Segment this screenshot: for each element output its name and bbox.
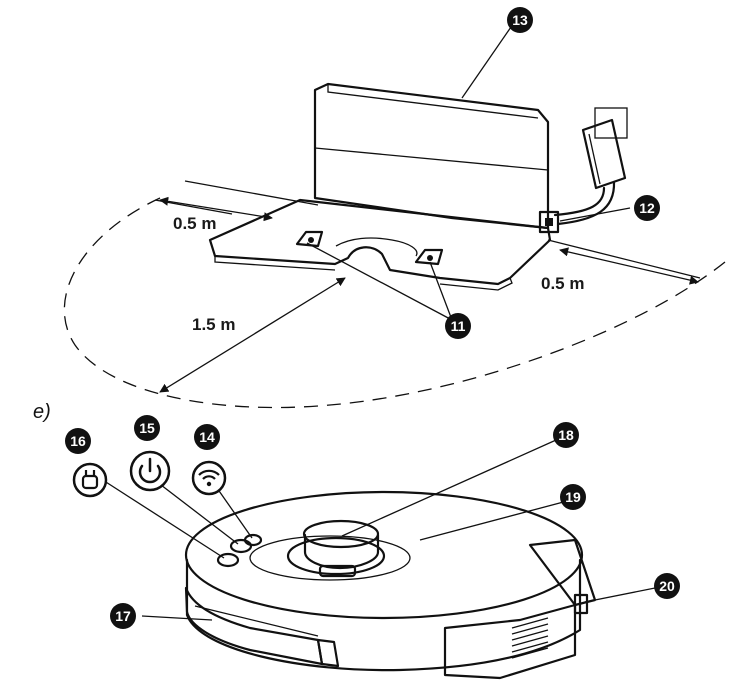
robot-wifi-indicator [243,533,263,547]
callout-badge-18: 18 [553,422,579,448]
wall-outlet [594,107,628,139]
svg-text:20: 20 [659,578,675,594]
svg-text:19: 19 [565,489,581,505]
callout-badge-14: 14 [194,424,220,450]
home-icon [72,462,108,498]
svg-text:17: 17 [115,608,131,624]
robot-charging-port [573,593,589,615]
svg-text:13: 13 [512,12,528,28]
callout-badge-11: 11 [445,313,471,339]
power-icon [129,450,171,492]
callout-badge-17: 17 [110,603,136,629]
floor-line-right [547,239,701,279]
dock-base-plate [208,198,552,286]
callout-badge-20: 20 [654,573,680,599]
clearance-boundary [63,197,726,409]
callout-badge-19: 19 [560,484,586,510]
charging-dock: 0.5 m 0.5 m 1.5 m [63,82,726,409]
floor-line-left-lower [154,199,233,215]
section-label: e) [33,401,51,423]
svg-text:16: 16 [70,433,86,449]
wifi-icon [191,460,227,496]
dock-tower [313,82,550,230]
svg-text:15: 15 [139,420,155,436]
robot-side-wall [185,558,582,672]
lidar-turret [303,533,380,570]
robot-top-shell [184,490,584,620]
robot-home-button[interactable] [216,552,240,568]
front-clearance-label: 1.5 m [192,315,235,334]
right-clearance-label: 0.5 m [541,274,584,293]
charging-contact-right [414,248,444,266]
lidar-turret-base [286,536,386,576]
dust-bin-vent [511,617,549,659]
dimension-arrow-front [159,277,346,393]
dimension-arrow-right [559,247,699,285]
robot-dust-bin [443,603,577,680]
svg-text:18: 18 [558,427,574,443]
callout-badge-15: 15 [134,415,160,441]
svg-text:11: 11 [451,318,466,334]
robot-vacuum [184,490,597,680]
left-clearance-label: 0.5 m [173,214,216,233]
dock-power-port [538,210,560,234]
dimension-arrow-left [159,196,273,222]
robot-power-button[interactable] [229,538,253,554]
power-adapter [581,118,627,190]
power-cable [553,186,606,217]
svg-text:14: 14 [199,429,215,445]
callout-badge-13: 13 [507,7,533,33]
svg-text:12: 12 [639,200,655,216]
robot-front-bumper [184,586,324,666]
callout-badge-12: 12 [634,195,660,221]
callout-badge-16: 16 [65,428,91,454]
